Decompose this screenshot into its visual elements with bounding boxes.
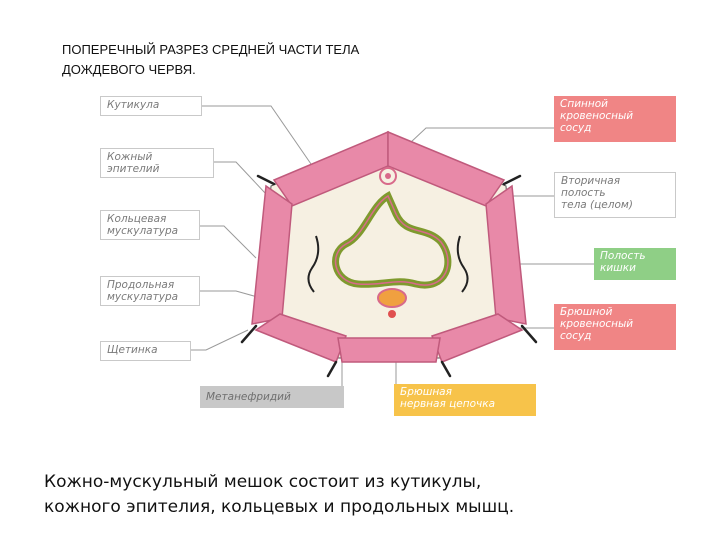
label-seta-text: Щетинка [107,344,158,356]
label-nerve-line1: Брюшная [400,386,452,398]
label-skin-epithelium-line2: эпителий [107,163,160,175]
seta-3 [240,324,258,344]
page-title: ПОПЕРЕЧНЫЙ РАЗРЕЗ СРЕДНЕЙ ЧАСТИ ТЕЛА ДОЖ… [62,40,482,80]
label-skin-epithelium: Кожный эпителий [100,148,214,178]
label-metanephridium: Метанефридий [200,386,344,408]
label-coelom-line2: полость [561,187,606,199]
muscle-bottom [337,337,441,363]
seta-2 [502,174,522,186]
worm-cross-section-diagram: Кутикула Кожный эпителий Кольцевая муску… [96,86,686,426]
caption-line-2: кожного эпителия, кольцевых и продольных… [44,497,515,517]
nerve-cord-shape [388,310,396,318]
label-nerve-line2: нервная цепочка [400,398,496,410]
metanephridium-left [307,235,320,293]
leader-circular [200,225,257,259]
label-ventral-line2: кровеносный [560,318,634,330]
label-circular-line1: Кольцевая [107,213,167,225]
seta-5 [326,360,338,378]
label-skin-epithelium-line1: Кожный [107,151,153,163]
label-coelom-line1: Вторичная [561,175,621,187]
label-gut-cavity: Полость кишки [594,248,676,280]
leader-longitudinal [200,290,262,299]
label-circular-line2: мускулатура [107,225,179,237]
muscle-bottom-left [254,313,347,363]
label-dorsal-line2: кровеносный [560,110,634,122]
leader-epithelium [214,161,267,195]
ventral-vessel-shape [377,288,407,308]
leader-cuticle [202,105,312,165]
seta-1 [256,174,276,186]
label-ventral-line3: сосуд [560,330,592,342]
label-circular-muscles: Кольцевая мускулатура [100,210,200,240]
label-cuticle: Кутикула [100,96,202,116]
label-gut-line2: кишки [600,262,636,274]
label-cuticle-text: Кутикула [107,99,160,111]
label-gut-line1: Полость [600,250,646,262]
dorsal-vessel-center [385,173,391,179]
caption: Кожно-мускульный мешок состоит из кутику… [44,470,684,520]
label-longitudinal-muscles: Продольная мускулатура [100,276,200,306]
caption-line-1: Кожно-мускульный мешок состоит из кутику… [44,472,482,492]
label-dorsal-line1: Спинной [560,98,608,110]
gut-lining [334,194,449,286]
label-seta: Щетинка [100,341,191,361]
label-ventral-nerve-cord: Брюшная нервная цепочка [394,384,536,416]
label-ventral-line1: Брюшной [560,306,613,318]
label-metanephridium-text: Метанефридий [206,391,291,403]
seta-6 [440,360,452,378]
label-coelom: Вторичная полость тела (целом) [554,172,676,218]
title-line-2: ДОЖДЕВОГО ЧЕРВЯ. [62,62,196,77]
label-dorsal-line3: сосуд [560,122,592,134]
label-ventral-vessel: Брюшной кровеносный сосуд [554,304,676,350]
label-coelom-line3: тела (целом) [561,199,633,211]
cross-section-drawing [191,105,596,386]
metanephridia [307,235,469,293]
leader-seta [191,329,249,351]
seta-4 [520,324,538,344]
title-line-1: ПОПЕРЕЧНЫЙ РАЗРЕЗ СРЕДНЕЙ ЧАСТИ ТЕЛА [62,42,360,57]
setae [240,174,538,378]
muscle-bottom-right [431,313,524,363]
muscle-bands [251,130,527,363]
label-dorsal-vessel: Спинной кровеносный сосуд [554,96,676,142]
label-longitudinal-line1: Продольная [107,279,175,291]
label-longitudinal-line2: мускулатура [107,291,179,303]
metanephridium-right [456,235,469,293]
